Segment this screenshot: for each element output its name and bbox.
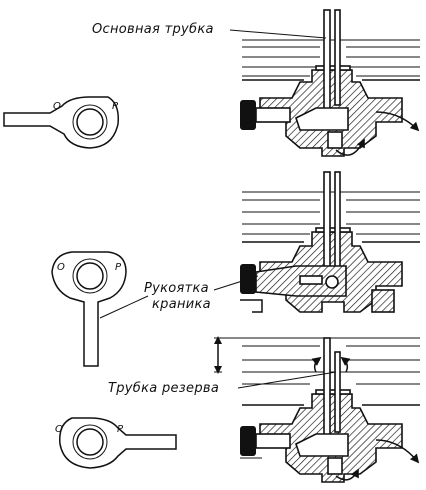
main-tube-leader xyxy=(229,29,327,39)
tap-section-top xyxy=(240,9,420,157)
handle-top-icon: О Р xyxy=(3,96,120,149)
handle-bottom-mark-p: Р xyxy=(117,424,124,435)
handle-middle-mark-o: О xyxy=(57,262,65,273)
tap-section-bottom xyxy=(214,336,420,483)
main-tube-label: Основная трубка xyxy=(92,22,214,37)
handle-label-line1: Рукоятка xyxy=(144,281,209,296)
tap-section-middle xyxy=(240,171,420,313)
handle-middle-icon: О Р xyxy=(51,251,127,367)
handle-label-line2: краника xyxy=(152,297,211,312)
handle-top-mark-p: Р xyxy=(112,101,119,112)
handle-top-mark-o: О xyxy=(53,101,61,112)
handle-label-leader-left xyxy=(99,295,149,319)
reserve-tube-label: Трубка резерва xyxy=(108,381,219,396)
reserve-tube-leader xyxy=(237,371,337,389)
handle-bottom-icon: О Р xyxy=(55,417,177,469)
handle-label-leader-right xyxy=(213,275,259,291)
handle-bottom-mark-o: О xyxy=(55,424,63,435)
handle-middle-mark-p: Р xyxy=(115,262,122,273)
